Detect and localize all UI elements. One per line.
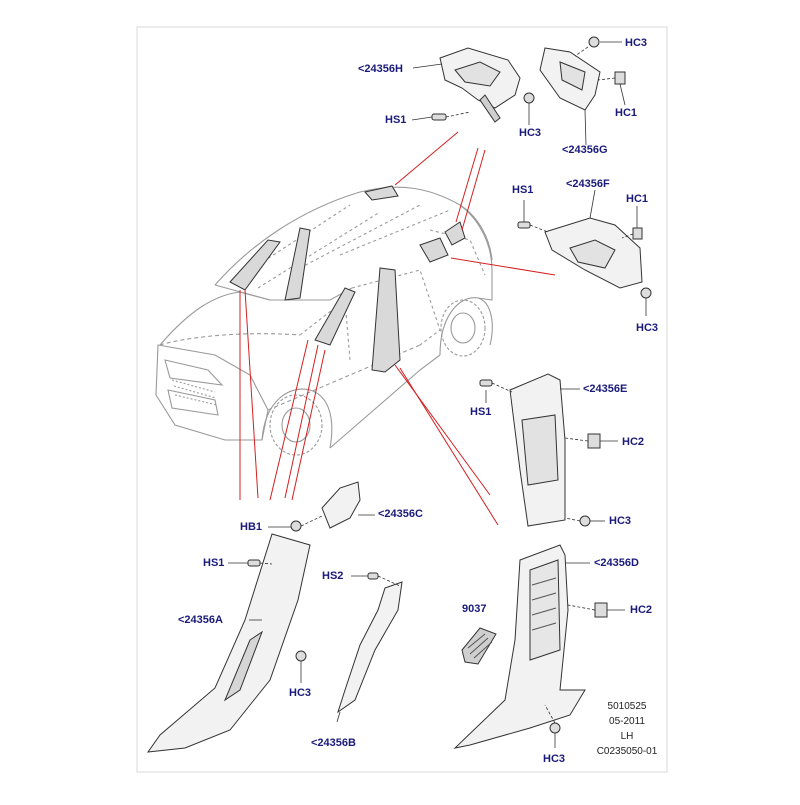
callout-hc3-h: HC3 (519, 127, 542, 139)
callout-24356A: <24356A (178, 614, 223, 626)
part-9037 (461, 627, 497, 665)
callout-24356C: <24356C (378, 508, 423, 520)
diagram-frame (136, 26, 668, 773)
hc3-a-clip-icon (295, 650, 307, 662)
part-24356A (146, 533, 311, 753)
hs1-a-clip-icon (247, 559, 261, 567)
dashed-assembly-lines (259, 46, 634, 724)
part-24356D (453, 544, 586, 749)
callout-hs1-e: HS1 (470, 406, 492, 418)
callout-24356F: <24356F (566, 178, 610, 190)
callout-hb1: HB1 (240, 521, 263, 533)
callout-hc1-f: HC1 (626, 193, 649, 205)
hb1-clip-icon (290, 520, 302, 532)
hc3-top-clip-icon (523, 92, 535, 104)
callout-hc1-g: HC1 (615, 107, 638, 119)
hc3-f-clip-icon (640, 287, 652, 299)
callout-hs1-a: HS1 (203, 557, 225, 569)
part-24356F (544, 217, 643, 289)
callout-hc3-e: HC3 (609, 515, 632, 527)
callout-hs1-f: HS1 (512, 184, 534, 196)
figure-id: C0235050-01 (596, 746, 658, 757)
figure-side: LH (620, 731, 634, 742)
part-24356E (509, 373, 566, 527)
callout-24356G: <24356G (562, 144, 608, 156)
hs1-f-clip-icon (517, 221, 531, 229)
callout-hc2-e: HC2 (622, 436, 645, 448)
hc1-f-clip-icon (632, 227, 643, 240)
figure-date: 05-2011 (609, 716, 645, 727)
hs1-top-clip-icon (431, 113, 447, 121)
part-24356B (337, 581, 403, 714)
hc3-g-clip-icon (588, 36, 600, 48)
callout-9037: 9037 (462, 603, 487, 615)
hc1-g-clip-icon (614, 71, 626, 85)
figure-code: 5010525 (607, 701, 647, 712)
hc3-d-clip-icon (549, 722, 561, 734)
hs2-clip-icon (367, 572, 379, 580)
part-24356G (539, 47, 601, 111)
callout-hs1-top: HS1 (385, 114, 407, 126)
vehicle-outline (155, 186, 493, 456)
callout-hc3-d: HC3 (543, 753, 566, 765)
part-24356C (321, 481, 361, 529)
callout-hc3-g: HC3 (625, 37, 648, 49)
callout-24356D: <24356D (594, 557, 639, 569)
hc2-e-clip-icon (587, 433, 601, 449)
callout-leader-lines (228, 41, 647, 748)
part-24356H (439, 47, 521, 123)
hc3-e-clip-icon (579, 515, 591, 527)
callout-24356H: <24356H (358, 63, 403, 75)
vehicle-trim-highlights (229, 185, 466, 373)
callout-hc2-d: HC2 (630, 604, 653, 616)
hs1-e-clip-icon (479, 379, 493, 387)
callout-hc3-a: HC3 (289, 687, 312, 699)
hc2-d-clip-icon (594, 602, 608, 618)
red-leader-lines (239, 131, 556, 526)
callout-24356E: <24356E (583, 383, 628, 395)
callout-hc3-f: HC3 (636, 322, 659, 334)
callout-hs2: HS2 (322, 570, 344, 582)
callout-24356B: <24356B (311, 737, 356, 749)
